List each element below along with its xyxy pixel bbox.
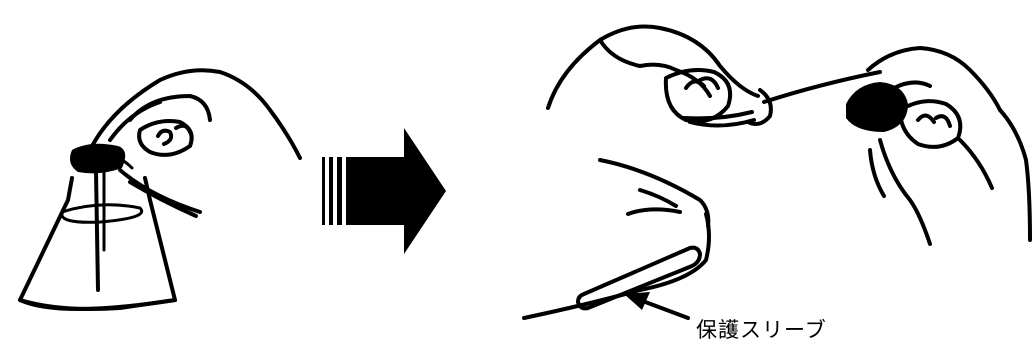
- right-hand-right-figure: [868, 48, 1030, 244]
- left-figure-hand-with-flask: [20, 70, 300, 309]
- left-hand: [90, 70, 300, 216]
- rubber-stopper: [70, 144, 125, 174]
- protective-sleeve-label: 保護スリーブ: [696, 314, 827, 344]
- rubber-stopper-right: [846, 82, 908, 132]
- silicone-tube: [524, 72, 880, 318]
- arrow-right-icon: [322, 128, 446, 254]
- right-figure-two-hands: [524, 27, 1030, 319]
- left-hand-right-figure: [548, 27, 771, 227]
- pointer-arrow-icon: [624, 292, 688, 318]
